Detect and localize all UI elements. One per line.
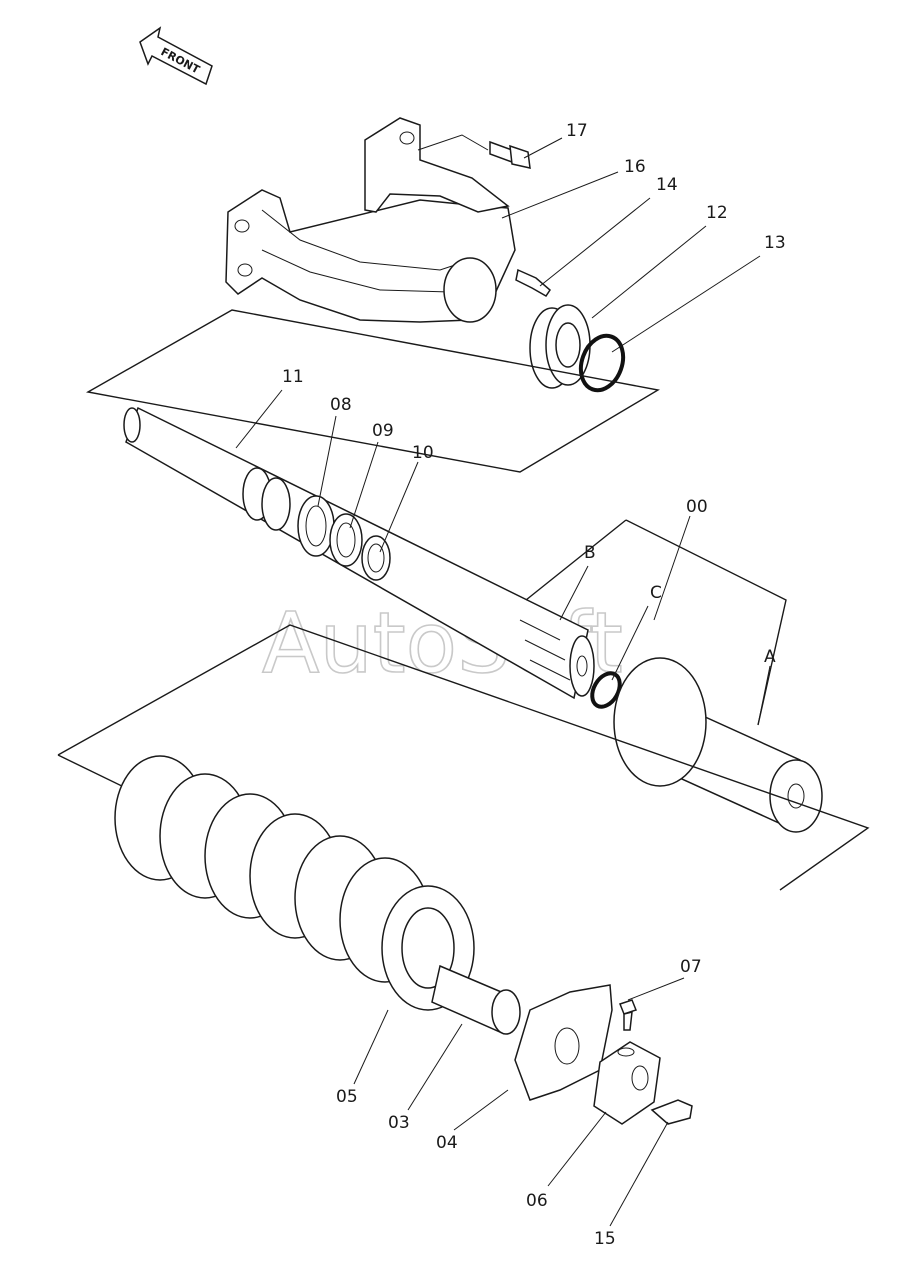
seal-08 — [297, 495, 335, 557]
rod-03 — [431, 964, 521, 1035]
callout-06: 06 — [526, 1191, 548, 1211]
spring-05 — [114, 755, 475, 1011]
front-arrow-icon: FRONT — [139, 26, 213, 86]
callout-09: 09 — [372, 421, 394, 441]
callout-15: 15 — [594, 1229, 616, 1249]
grease-fitting-07 — [619, 999, 637, 1031]
callouts: 17 16 14 12 13 11 08 09 10 00 B C A 07 0… — [282, 121, 786, 1249]
callout-13: 13 — [764, 233, 786, 253]
bolt-17 — [489, 140, 531, 169]
callout-14: 14 — [656, 175, 678, 195]
cylinder-a — [613, 657, 823, 833]
grease-nipple-15 — [650, 1099, 693, 1125]
callout-c: C — [650, 583, 662, 603]
callout-00: 00 — [686, 497, 708, 517]
callout-05: 05 — [336, 1087, 358, 1107]
group-frame-upper — [85, 309, 660, 473]
callout-08: 08 — [330, 395, 352, 415]
seal-09 — [329, 513, 363, 567]
callout-17: 17 — [566, 121, 588, 141]
callout-03: 03 — [388, 1113, 410, 1133]
callout-10: 10 — [412, 443, 434, 463]
group-frame-lower-left — [57, 754, 131, 791]
bracket-16 — [225, 117, 516, 323]
callout-a: A — [764, 647, 776, 667]
callout-07: 07 — [680, 957, 702, 977]
callout-16: 16 — [624, 157, 646, 177]
seal-10 — [361, 535, 391, 581]
group-frame-middle-left — [525, 519, 627, 601]
callout-04: 04 — [436, 1133, 458, 1153]
callout-12: 12 — [706, 203, 728, 223]
bolt-14 — [515, 268, 551, 297]
group-frame-lower — [57, 624, 870, 891]
o-ring-13 — [578, 333, 626, 393]
block-06 — [593, 1041, 661, 1125]
leader-lines — [235, 134, 771, 1227]
callout-11: 11 — [282, 367, 304, 387]
callout-b: B — [584, 543, 596, 563]
